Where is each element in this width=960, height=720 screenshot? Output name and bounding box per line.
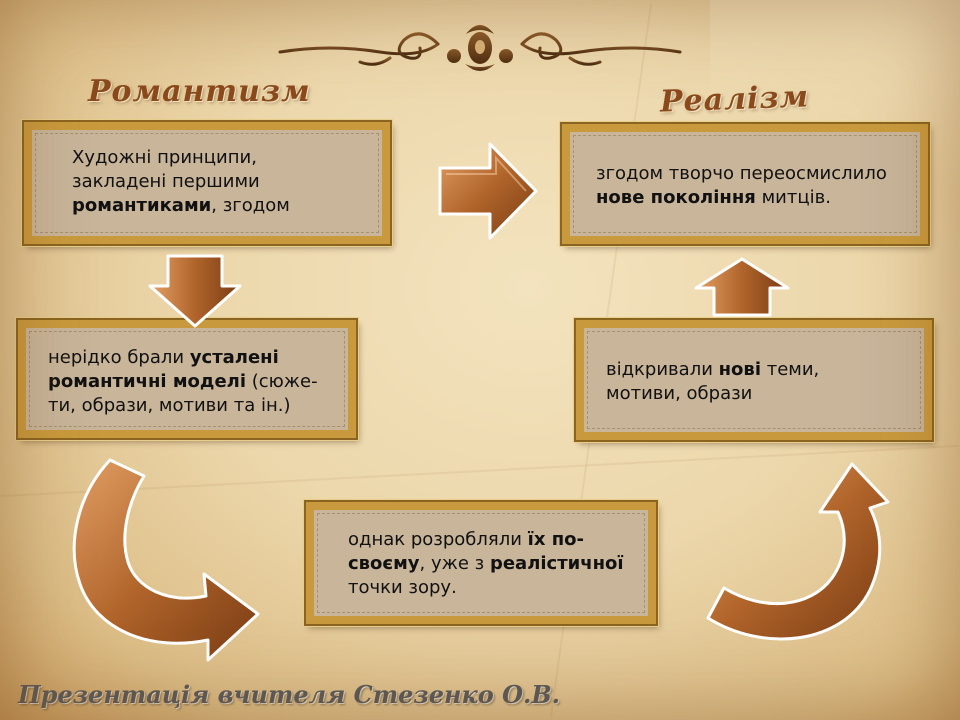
presentation-author-caption: Презентація вчителя Стезенко О.В. — [18, 680, 561, 709]
box-new-generation: згодом творчо переосмислило нове поколін… — [560, 122, 930, 246]
box-established-models: нерідко брали усталені романтичні моделі… — [16, 318, 358, 440]
heading-romanticism: Романтизм — [88, 74, 311, 109]
arrow-right-icon — [438, 142, 538, 240]
arrow-down-icon — [148, 254, 242, 328]
heading-realism: Реалізм — [659, 79, 810, 120]
box-artistic-principles: Художні принципи, закладені першими рома… — [22, 120, 392, 246]
box-own-way: однак розробляли їх по- своєму, уже з ре… — [304, 500, 658, 626]
arrow-up-icon — [694, 257, 790, 317]
curved-arrow-right-icon — [706, 462, 890, 641]
box-new-themes: відкривали нові теми, мотиви, образи — [574, 318, 934, 442]
curved-arrow-left-icon — [72, 458, 260, 662]
ornament-flourish-icon — [278, 25, 682, 71]
